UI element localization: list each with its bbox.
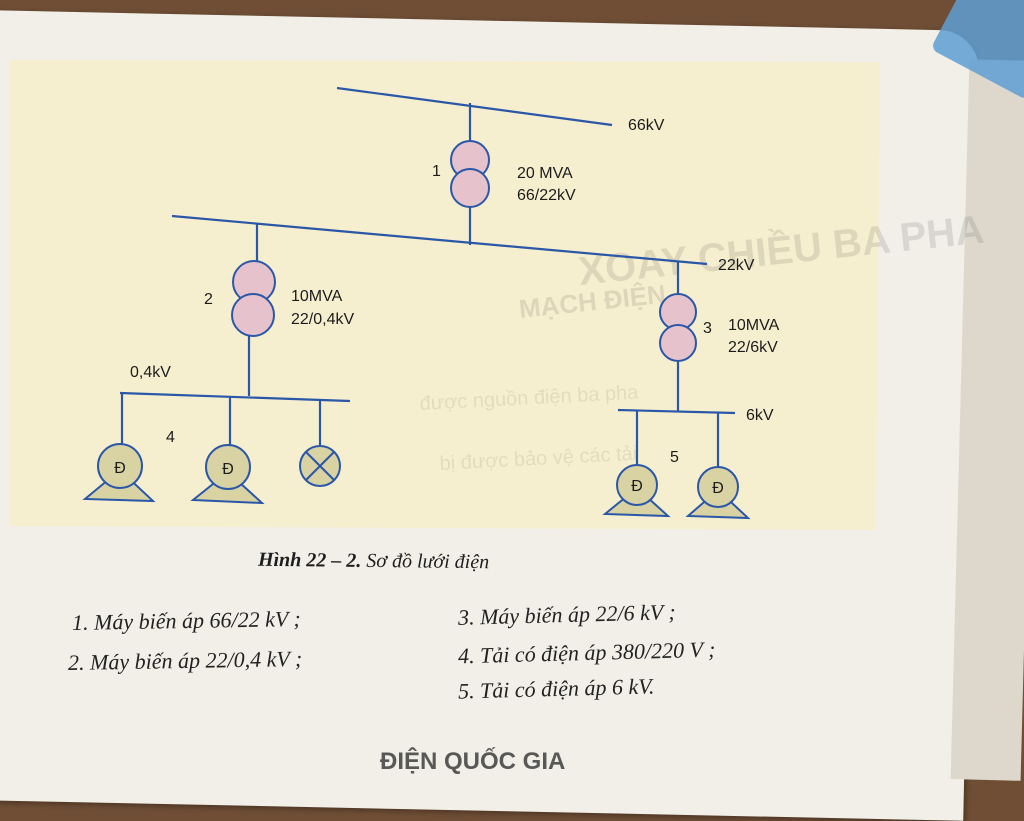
bus-04kv-label: 0,4kV xyxy=(130,364,171,381)
motor-label: Đ xyxy=(222,461,234,478)
figure-title: Sơ đồ lưới điện xyxy=(366,549,490,574)
transformer-1-ratio: 66/22kV xyxy=(517,187,576,204)
bus-22kv-line xyxy=(171,214,708,266)
transformer-3-symbol xyxy=(659,293,697,362)
load-group-4-number: 4 xyxy=(166,429,175,446)
load-group-5-number: 5 xyxy=(670,449,679,466)
legend-item-1: 1. Máy biến áp 66/22 kV ; xyxy=(71,606,301,635)
bus-6kv-line xyxy=(617,408,736,415)
power-grid-diagram: XOAY CHIỀU BA PHA MẠCH ĐIỆN được nguồn đ… xyxy=(10,60,880,530)
transformer-3-number: 3 xyxy=(703,320,712,337)
transformer-2-ratio: 22/0,4kV xyxy=(291,311,354,328)
motor-label: Đ xyxy=(114,460,126,477)
motor-icon: Đ xyxy=(602,464,671,518)
transformer-2-rating: 10MVA xyxy=(291,288,343,305)
transformer-1-number: 1 xyxy=(432,163,441,180)
motor-icon: Đ xyxy=(685,466,751,520)
motor-label: Đ xyxy=(712,480,724,497)
motor-icon: Đ xyxy=(82,443,156,503)
bus-lines xyxy=(119,86,736,468)
lamp-icon xyxy=(299,445,341,487)
legend-item-2: 2. Máy biến áp 22/0,4 kV ; xyxy=(67,645,303,676)
diagram-background xyxy=(10,60,880,530)
transformer-2-symbol xyxy=(231,260,276,337)
transformer-1-rating: 20 MVA xyxy=(517,165,573,182)
motor-label: Đ xyxy=(631,478,643,495)
transformer-1-symbol xyxy=(450,140,490,208)
bus-66kv-line xyxy=(336,86,613,127)
bus-6kv-label: 6kV xyxy=(746,407,774,424)
bus-66kv-label: 66kV xyxy=(628,117,665,134)
section-heading-partial: ĐIỆN QUỐC GIA xyxy=(380,748,566,775)
bus-22kv-label: 22kV xyxy=(718,257,755,274)
bus-04kv-line xyxy=(119,391,351,403)
figure-caption: Hình 22 – 2. Sơ đồ lưới điện xyxy=(258,549,489,574)
transformer-3-rating: 10MVA xyxy=(728,317,780,334)
legend-item-5: 5. Tải có điện áp 6 kV. xyxy=(457,673,655,704)
transformer-3-ratio: 22/6kV xyxy=(728,339,778,356)
transformer-2-number: 2 xyxy=(204,291,213,308)
motor-icon: Đ xyxy=(190,444,265,505)
figure-number: Hình 22 – 2. xyxy=(257,548,362,572)
